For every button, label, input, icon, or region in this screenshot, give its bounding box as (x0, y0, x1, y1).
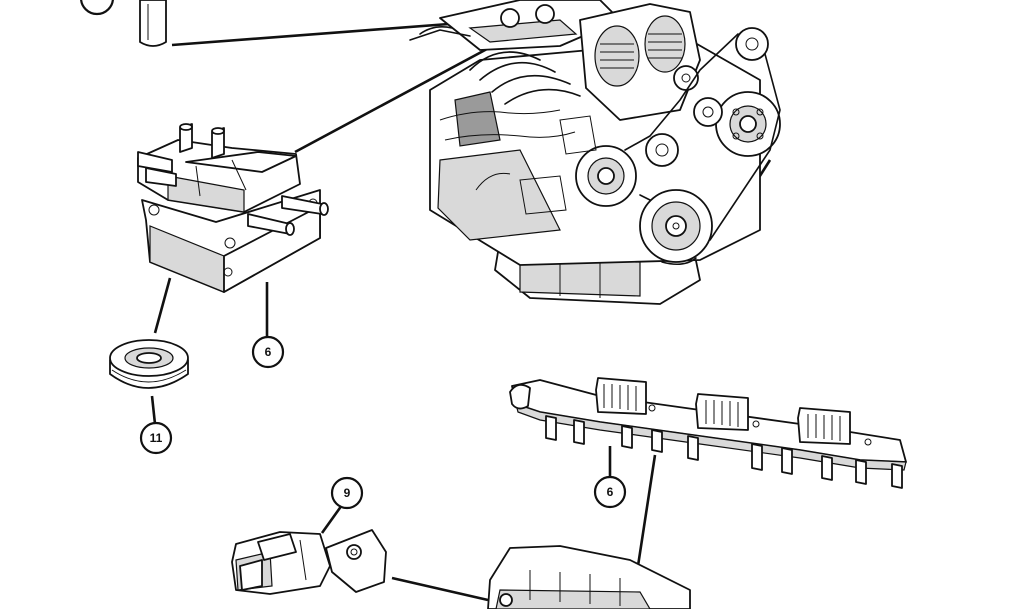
callout-partial-top-left (80, 0, 114, 16)
ignition-coil-pack (137, 123, 329, 293)
callout-6-coil-rail-label: 6 (607, 485, 614, 499)
callout-6-coil-pack: 6 (251, 335, 285, 369)
leader-coil-to-engine (294, 40, 501, 154)
callout-9-sensor-label: 9 (344, 486, 351, 500)
callout-11-boot-label: 11 (150, 431, 163, 445)
callout-9-sensor: 9 (330, 476, 364, 510)
leader-coil-to-boot (153, 277, 172, 334)
callout-11-boot: 11 (139, 421, 173, 455)
engine-serpentine-belt (624, 33, 781, 266)
leader-sensor-to-callout-9 (320, 504, 344, 534)
leader-sensor-to-module (391, 576, 489, 602)
engine-timing-cover (579, 3, 701, 121)
ignition-coil-rail (509, 377, 907, 489)
leader-plug-to-engine (171, 20, 476, 47)
engine-assembly (409, 0, 781, 305)
coil-boot-grommet (109, 339, 189, 389)
control-module (487, 545, 691, 609)
spark-plug-tube (139, 0, 167, 47)
engine-pulleys (575, 27, 781, 263)
engine-intake-runners (469, 51, 581, 105)
callout-6-coil-rail: 6 (593, 475, 627, 509)
sensor-connector (231, 529, 387, 595)
callout-6-coil-pack-label: 6 (265, 345, 272, 359)
leader-boot-to-callout-11 (150, 395, 157, 425)
